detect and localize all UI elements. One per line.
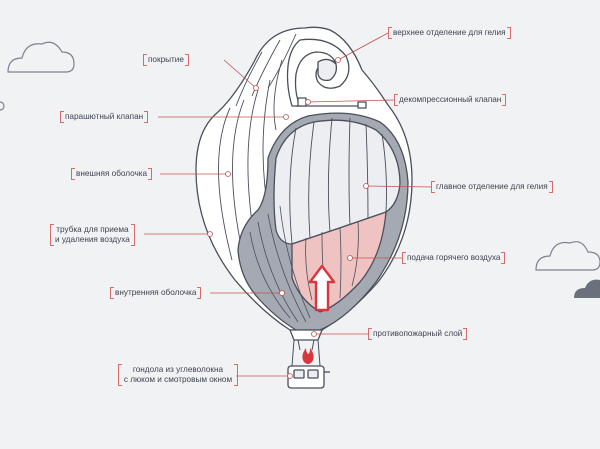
outer-envelope — [195, 26, 413, 389]
label-cover: покрытие — [143, 54, 189, 66]
label-air-tube: трубка для приема и удаления воздуха — [50, 224, 135, 246]
label-parachute-valve: парашютный клапан — [60, 111, 149, 123]
label-top-helium: верхнее отделение для гелия — [388, 27, 511, 39]
label-main-helium: главное отделение для гелия — [431, 181, 553, 193]
cloud-icon — [7, 41, 75, 73]
label-air-tube-line2: и удаления воздуха — [55, 235, 130, 244]
label-outer-shell: внешняя оболочка — [71, 168, 153, 180]
flame-icon — [302, 348, 314, 364]
label-decompression-valve: декомпрессионный клапан — [394, 94, 507, 106]
cloud-icon — [535, 241, 600, 271]
label-gondola-line2: с люком и смотровым окном — [123, 375, 233, 384]
leader-lines — [144, 32, 433, 379]
label-gondola-line1: гондола из углеволокна — [132, 365, 224, 374]
label-fire-layer: противопожарный слой — [368, 328, 468, 340]
cloud-icon — [574, 279, 600, 298]
label-air-tube-line1: трубка для приема — [56, 225, 129, 234]
up-arrow-icon — [308, 264, 336, 312]
label-inner-shell: внутренняя оболочка — [110, 287, 202, 299]
cloud-icon — [0, 101, 5, 111]
label-gondola: гондола из углеволокна с люком и смотров… — [118, 364, 238, 386]
label-hot-air: подача горячего воздуха — [402, 252, 506, 264]
